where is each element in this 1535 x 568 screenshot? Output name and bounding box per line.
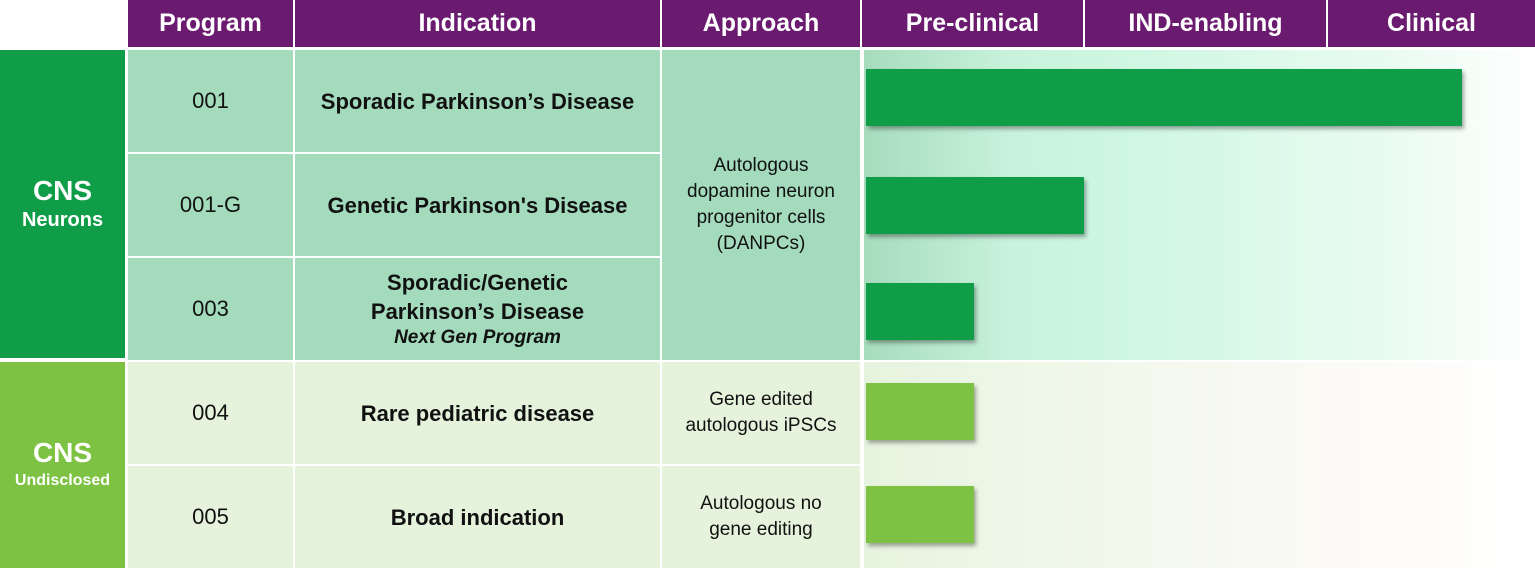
table-cell-indication: Rare pediatric disease (295, 362, 662, 466)
indication-line: Sporadic/Genetic (387, 270, 568, 295)
indication-text: Sporadic Parkinson’s Disease (320, 88, 635, 114)
progress-bar-001-g (866, 177, 1084, 234)
indication-note: Next Gen Program (394, 327, 561, 348)
table-cell-indication: Sporadic Parkinson’s Disease (295, 50, 662, 154)
table-cell-program: 001 (128, 50, 295, 154)
progress-bar-005 (866, 486, 974, 543)
table-cell-indication: Genetic Parkinson's Disease (295, 154, 662, 258)
indication-text: Broad indication (390, 504, 565, 530)
approach-cell: Autologous no gene editing (662, 466, 862, 568)
table-cell-program: 001-G (128, 154, 295, 258)
header-indication: Indication (295, 0, 660, 47)
group-subtitle: Undisclosed (14, 472, 111, 489)
approach-line: gene editing (709, 519, 813, 540)
stage-area-undisclosed (864, 362, 1535, 568)
approach-line: progenitor cells (696, 207, 826, 228)
indication-text: Rare pediatric disease (360, 400, 595, 426)
approach-line: (DANPCs) (716, 233, 806, 254)
approach-line: Gene edited (709, 389, 813, 410)
approach-line: Autologous (713, 155, 809, 176)
approach-cell: Gene edited autologous iPSCs (662, 362, 862, 466)
header-stage-preclinical: Pre-clinical (862, 0, 1083, 47)
indication-text: Genetic Parkinson's Disease (327, 192, 628, 218)
approach-line: autologous iPSCs (685, 415, 837, 436)
approach-line: dopamine neuron (687, 181, 835, 202)
group-cns-neurons: CNS Neurons (0, 50, 125, 358)
approach-line: Autologous no (700, 493, 822, 514)
approach-cell-danpc: Autologous dopamine neuron progenitor ce… (662, 50, 862, 362)
header-program: Program (128, 0, 293, 47)
progress-bar-001 (866, 69, 1463, 126)
group-title: CNS (32, 175, 93, 206)
header-approach: Approach (662, 0, 860, 47)
table-cell-indication: Sporadic/Genetic Parkinson’s Disease Nex… (295, 258, 662, 362)
group-cns-undisclosed: CNS Undisclosed (0, 362, 125, 568)
group-subtitle: Neurons (21, 209, 104, 231)
table-cell-program: 003 (128, 258, 295, 362)
indication-line: Parkinson’s Disease (370, 299, 585, 324)
table-cell-indication: Broad indication (295, 466, 662, 568)
table-cell-program: 005 (128, 466, 295, 568)
progress-bar-004 (866, 383, 974, 440)
group-title: CNS (32, 437, 93, 468)
header-stage-ind-enabling: IND-enabling (1085, 0, 1326, 47)
table-cell-program: 004 (128, 362, 295, 466)
progress-bar-003 (866, 283, 974, 340)
header-stage-clinical: Clinical (1328, 0, 1535, 47)
